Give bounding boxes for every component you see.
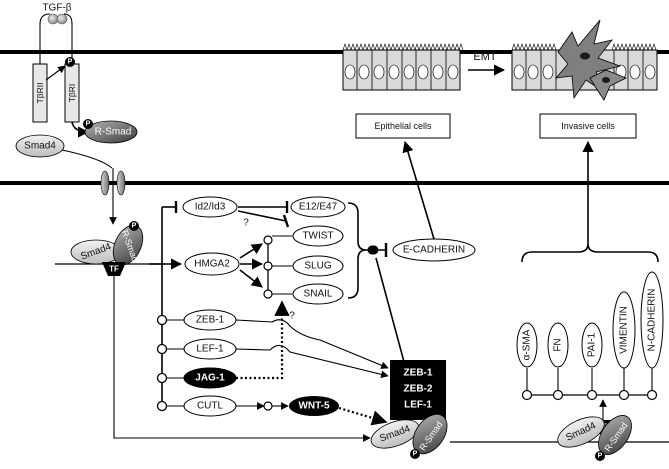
node-id2-id3: [182, 196, 238, 218]
marker-vimentin-label: VIMENTIN: [619, 306, 630, 354]
cyto-rsmad-label: R-Smad: [95, 127, 132, 138]
node-wnt5: [289, 396, 339, 416]
node-zeb1-label: ZEB-1: [196, 315, 225, 326]
lef1-to-complex: [235, 344, 389, 379]
zeb1-to-complex: [235, 319, 389, 369]
tbrii-to-tbri-arrow: [45, 65, 66, 81]
zeb-lef-complex-box: [390, 360, 446, 420]
nuc-tf-label: TF: [109, 265, 119, 274]
emt-label: EMT: [473, 51, 497, 63]
node-twist: [292, 225, 344, 247]
cyto-smad4: [15, 134, 65, 158]
epithelial-cell-sheet: [342, 43, 464, 91]
hmga2-to-snail: [239, 269, 263, 288]
marker-vimentin: [612, 291, 636, 369]
node-twist-label: TWIST: [302, 231, 333, 242]
id2-inhibits-twist: [237, 210, 287, 222]
complex-inhibit-dot: [369, 245, 379, 255]
ligand-left: [47, 13, 59, 25]
node-hmga2-label: HMGA2: [194, 259, 230, 270]
question-mark-2: ?: [289, 311, 295, 322]
node-slug: [292, 255, 344, 277]
wnt5-to-complex-dotted: [338, 406, 388, 426]
epithelial-cells-label: Epithelial cells: [374, 121, 432, 131]
receptor-tbrii: [32, 63, 48, 123]
node-e12-e47-label: E12/E47: [299, 202, 338, 213]
nuclear-pore-right: [116, 170, 126, 196]
phospho-right: [595, 451, 605, 461]
mesenchymal-brace: [521, 243, 659, 263]
node-snail-label: SNAIL: [304, 289, 333, 300]
trunk-nodes: [156, 314, 168, 412]
repressor-brace: [347, 202, 367, 299]
phospho-nuc: [129, 221, 139, 231]
node-id2-id3-label: Id2/Id3: [195, 202, 226, 213]
marker-n-cadherin-label: N-CADHERIN: [647, 289, 658, 352]
receptor-tbri-label: TβRI: [67, 84, 77, 103]
marker-fn-label: FN: [553, 338, 564, 351]
nuc-tf-box: [102, 262, 126, 276]
node-e12-e47: [290, 196, 346, 218]
tf-to-lower-smad: [113, 276, 371, 442]
phospho-rsmad-label: P: [86, 121, 91, 128]
smad-to-pore-curve: [61, 149, 113, 169]
nuclear-pore-left: [100, 170, 110, 196]
node-slug-label: SLUG: [304, 261, 331, 272]
complex-line-2: ZEB-2: [404, 384, 433, 395]
node-wnt5-label: WNT-5: [298, 401, 330, 412]
invasive-cell-sheet: [511, 19, 658, 101]
node-cutl-label: CUTL: [197, 401, 224, 412]
phospho-right-label: P: [598, 453, 603, 460]
jag1-to-snail-dotted: [236, 300, 290, 380]
invasive-cells-label: Invasive cells: [561, 121, 615, 131]
marker-pai1-label: PAI-1: [587, 332, 598, 357]
marker-alpha-sma-label: α-SMA: [522, 329, 533, 360]
marker-alpha-sma: [516, 322, 538, 368]
receptor-arm-left: [39, 13, 51, 64]
phospho-rsmad: [83, 119, 93, 129]
node-hmga2: [184, 252, 240, 276]
complex-line-1: ZEB-1: [404, 368, 433, 379]
mesenchymal-nodes: [521, 389, 658, 401]
marker-pai1: [581, 322, 603, 368]
node-e-cadherin-label: E-CADHERIN: [403, 245, 465, 256]
phospho-lower: [410, 449, 420, 459]
cyto-rsmad: [84, 120, 138, 144]
invasive-cells-box: [539, 113, 637, 139]
epithelial-cells-box: [355, 113, 451, 139]
question-mark-1: ?: [243, 218, 249, 229]
right-smad4: [557, 416, 605, 448]
node-jag1-label: JAG-1: [195, 373, 225, 384]
cutl-node: [263, 401, 273, 411]
phospho-nuc-label: P: [132, 223, 137, 230]
receptor-arm-right: [63, 13, 73, 64]
ecad-to-epithelial: [402, 140, 435, 240]
tf-branch-nodes: [263, 235, 273, 299]
node-lef1-label: LEF-1: [196, 344, 224, 355]
receptor-tbrii-label: TβRII: [35, 83, 45, 104]
cyto-smad4-label: Smad4: [24, 141, 56, 152]
node-snail: [292, 283, 344, 305]
marker-fn: [547, 322, 569, 368]
phospho-lower-label: P: [413, 451, 418, 458]
hmga2-to-twist: [239, 243, 263, 259]
marker-n-cadherin: [640, 271, 664, 369]
mesenchymal-stems: [526, 368, 653, 390]
twist-inhibit-bar: [282, 214, 290, 228]
phospho-receptor: [65, 57, 75, 67]
ligand-right: [56, 13, 68, 25]
complex-line-3: LEF-1: [404, 400, 432, 411]
ligand-label: TGF-β: [42, 3, 71, 14]
phospho-receptor-label: P: [68, 59, 73, 66]
